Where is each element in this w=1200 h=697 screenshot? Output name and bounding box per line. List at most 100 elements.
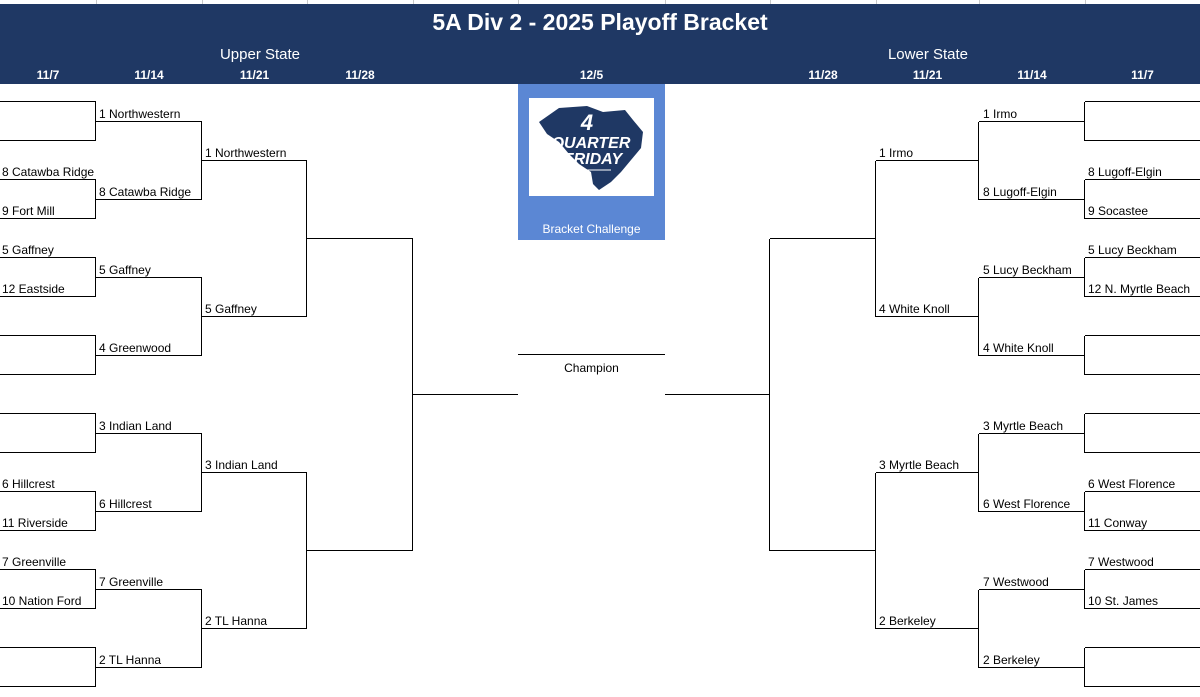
date-right-round2: 11/14 — [1017, 68, 1047, 82]
column-gridline — [770, 0, 771, 4]
lower-r4-line — [770, 549, 876, 551]
lower-r1-line — [1085, 413, 1200, 414]
lower-r1-line — [1085, 335, 1200, 336]
lower-r1-line — [1085, 491, 1200, 492]
lower-r3-line — [876, 471, 979, 473]
upper-r1-team: 8 Catawba Ridge — [2, 165, 95, 179]
spreadsheet-top-strip — [0, 0, 1200, 4]
lower-r1-line — [1085, 686, 1200, 687]
logo-panel: 4 QUARTER FRIDAY Bracket Challenge — [518, 84, 665, 240]
four-quarter-friday-logo: 4 QUARTER FRIDAY — [529, 98, 654, 196]
upper-r2-line — [96, 432, 202, 434]
lower-r2-connector — [978, 589, 979, 668]
upper-r2-line — [96, 588, 202, 590]
upper-r1-line — [0, 530, 96, 531]
upper-r2-line — [96, 510, 202, 512]
south-carolina-state-icon: 4 QUARTER FRIDAY — [539, 106, 643, 190]
upper-r3-line — [202, 471, 307, 473]
upper-r1-team: 5 Gaffney — [2, 243, 54, 257]
lower-r2-connector — [978, 121, 979, 200]
date-right-round1: 11/7 — [1131, 68, 1154, 82]
upper-r1-line — [0, 374, 96, 375]
upper-r1-connector — [95, 336, 96, 375]
upper-r1-line — [0, 257, 96, 258]
date-right-round4: 11/28 — [808, 68, 838, 82]
upper-r1-line — [0, 296, 96, 297]
lower-r1-line — [1085, 530, 1200, 531]
upper-r3-line — [202, 627, 307, 629]
upper-r3-connector — [306, 472, 307, 629]
upper-r3-line — [202, 159, 307, 161]
lower-r2-line — [979, 510, 1085, 512]
lower-r1-line — [1085, 608, 1200, 609]
date-left-round1: 11/7 — [36, 68, 60, 82]
lower-r2-connector — [978, 277, 979, 356]
lower-r1-team: 7 Westwood — [1088, 555, 1154, 569]
lower-r2-team: 3 Myrtle Beach — [983, 418, 1064, 433]
upper-r2-connector — [201, 277, 202, 356]
upper-r4-line — [307, 237, 413, 239]
lower-r3-line — [876, 315, 979, 317]
lower-r3-line — [876, 159, 979, 161]
lower-r1-line — [1085, 452, 1200, 453]
upper-r2-team: 5 Gaffney — [99, 262, 151, 277]
upper-r1-connector — [95, 102, 96, 141]
upper-r3-team: 3 Indian Land — [205, 457, 278, 472]
lower-r1-connector — [1084, 414, 1085, 453]
lower-r3-connector — [875, 160, 876, 317]
lower-r1-connector — [1084, 258, 1085, 297]
upper-r2-team: 8 Catawba Ridge — [99, 184, 192, 199]
upper-r1-connector — [95, 180, 96, 219]
column-gridline — [413, 0, 414, 4]
column-gridline — [1085, 0, 1086, 4]
lower-r1-line — [1085, 140, 1200, 141]
upper-r1-connector — [95, 258, 96, 297]
upper-r1-team: 12 Eastside — [2, 282, 65, 296]
champion-line — [518, 354, 665, 355]
upper-state-label: Upper State — [219, 46, 301, 63]
upper-r3-team: 1 Northwestern — [205, 145, 287, 160]
logo-number: 4 — [580, 110, 593, 135]
page-title: 5A Div 2 - 2025 Playoff Bracket — [0, 4, 1200, 40]
upper-r1-line — [0, 452, 96, 453]
upper-r2-line — [96, 666, 202, 668]
upper-r1-line — [0, 647, 96, 648]
upper-r2-connector — [201, 433, 202, 512]
logo-line2: FRIDAY — [564, 151, 624, 168]
upper-r3-team: 5 Gaffney — [205, 301, 257, 316]
upper-r1-line — [0, 608, 96, 609]
lower-r2-line — [979, 120, 1085, 122]
date-left-round3: 11/21 — [239, 68, 270, 82]
lower-r3-team: 3 Myrtle Beach — [879, 457, 960, 472]
lower-r1-connector — [1084, 102, 1085, 141]
lower-state-label: Lower State — [887, 46, 969, 63]
column-gridline — [202, 0, 203, 4]
upper-r2-line — [96, 198, 202, 200]
lower-r2-team: 6 West Florence — [983, 496, 1071, 511]
lower-r1-line — [1085, 296, 1200, 297]
lower-r4-connector — [769, 238, 770, 551]
bracket-challenge-caption: Bracket Challenge — [542, 222, 641, 236]
upper-r2-team: 4 Greenwood — [99, 340, 172, 355]
lower-r2-line — [979, 588, 1085, 590]
upper-r2-team: 3 Indian Land — [99, 418, 172, 433]
lower-r1-team: 11 Conway — [1088, 516, 1148, 530]
upper-r2-connector — [201, 589, 202, 668]
lower-r1-line — [1085, 374, 1200, 375]
lower-r1-connector — [1084, 180, 1085, 219]
lower-r1-team: 12 N. Myrtle Beach — [1088, 282, 1191, 296]
lower-r3-team: 1 Irmo — [879, 145, 914, 160]
upper-r4-line — [307, 549, 413, 551]
upper-r1-line — [0, 491, 96, 492]
lower-r1-line — [1085, 257, 1200, 258]
lower-r2-line — [979, 198, 1085, 200]
lower-r1-connector — [1084, 492, 1085, 531]
upper-r1-line — [0, 101, 96, 102]
lower-r2-team: 8 Lugoff-Elgin — [983, 184, 1057, 199]
lower-r1-connector — [1084, 648, 1085, 687]
upper-r1-team: 6 Hillcrest — [2, 477, 55, 491]
lower-r1-line — [1085, 647, 1200, 648]
date-right-round3: 11/21 — [912, 68, 943, 82]
date-left-round4: 11/28 — [345, 68, 375, 82]
lower-r2-line — [979, 354, 1085, 356]
